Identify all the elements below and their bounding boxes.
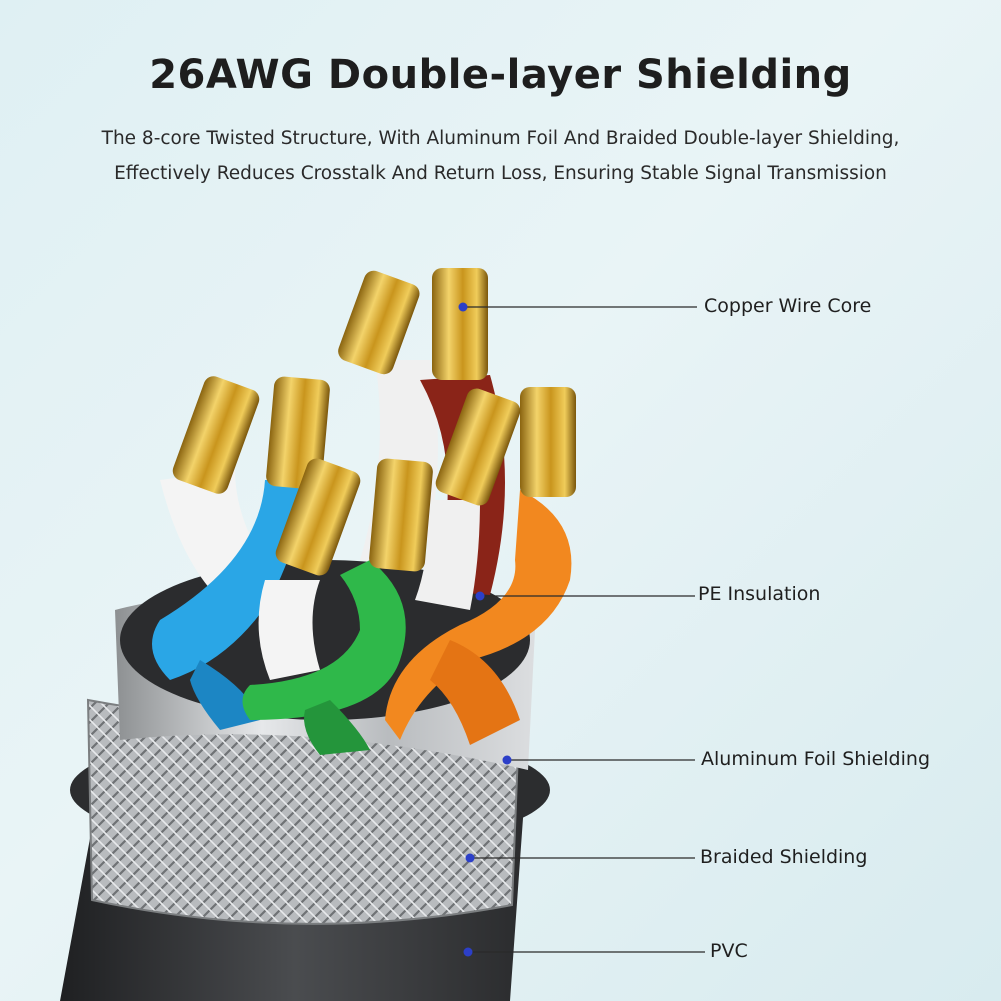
label-braided-shielding: Braided Shielding: [700, 846, 868, 868]
callout-dot-foil: [502, 755, 512, 765]
callout-dot-pvc: [463, 947, 473, 957]
label-aluminum-foil-shielding: Aluminum Foil Shielding: [701, 748, 931, 770]
callout-dot-braid: [465, 853, 475, 863]
subtitle-line-1: The 8-core Twisted Structure, With Alumi…: [101, 128, 900, 149]
callout-dot-pe: [475, 591, 485, 601]
callout-lines: [458, 302, 705, 957]
label-copper-wire-core: Copper Wire Core: [704, 295, 872, 317]
label-pvc: PVC: [710, 940, 748, 962]
callout-dot-copper: [458, 302, 468, 312]
subtitle-line-2: Effectively Reduces Crosstalk And Return…: [114, 163, 887, 184]
page-title: 26AWG Double-layer Shielding: [149, 52, 852, 98]
label-pe-insulation: PE Insulation: [698, 583, 821, 605]
copper-cores: [172, 268, 576, 576]
